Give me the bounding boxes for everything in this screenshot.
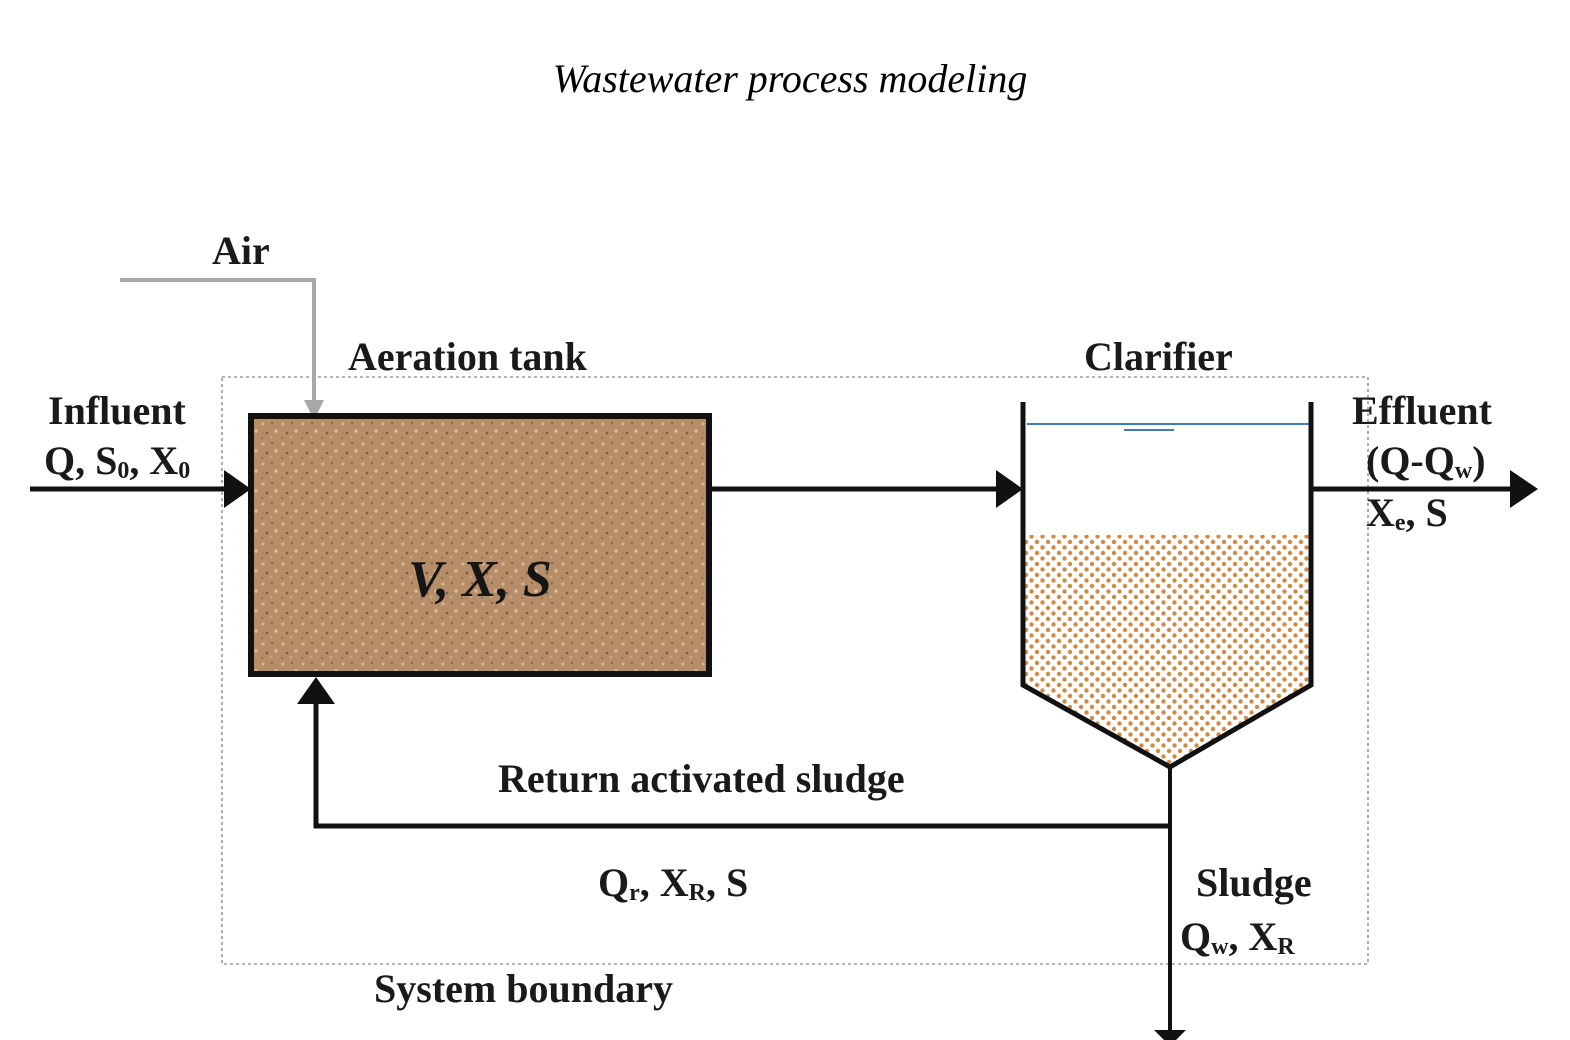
air-arrowhead <box>304 400 324 420</box>
influent-arrowhead <box>224 470 251 508</box>
diagram-title: Wastewater process modeling <box>553 56 1028 101</box>
effluent-variables: Xe, S <box>1366 490 1448 536</box>
effluent-q-close: ) <box>1472 438 1485 483</box>
tank-to-clarifier-arrowhead <box>996 470 1023 508</box>
aeration-tank-label: Aeration tank <box>348 334 588 379</box>
sludge-label: Sludge <box>1196 860 1312 905</box>
return-q-subscript: r <box>629 880 640 906</box>
tank-variables: V, X, S <box>408 551 552 608</box>
influent-q-s: Q, S <box>44 438 117 483</box>
effluent-q-subscript: w <box>1455 458 1473 484</box>
influent-x-subscript: 0 <box>178 458 190 484</box>
sludge-variables: Qw, XR <box>1180 914 1295 960</box>
sludge-q: Q <box>1180 914 1211 959</box>
effluent-s: , S <box>1406 490 1448 535</box>
return-sludge-line <box>313 700 1170 829</box>
effluent-x: X <box>1366 490 1395 535</box>
sludge-q-subscript: w <box>1211 934 1229 960</box>
return-sludge-variables: Qr, XR, S <box>598 860 748 906</box>
effluent-arrowhead <box>1510 470 1538 508</box>
effluent-flow: (Q-Qw) <box>1366 438 1486 484</box>
effluent-q-open: (Q-Q <box>1366 438 1455 483</box>
system-boundary-label: System boundary <box>374 966 673 1011</box>
effluent-label: Effluent <box>1352 388 1493 433</box>
influent-label: Influent <box>48 388 186 433</box>
sludge-x-subscript: R <box>1277 934 1295 960</box>
clarifier-label: Clarifier <box>1084 334 1233 379</box>
influent-s-subscript: 0 <box>117 458 129 484</box>
air-line <box>120 278 316 402</box>
return-sludge-label: Return activated sludge <box>498 756 905 801</box>
sludge-outlet-arrowhead <box>1154 1030 1186 1040</box>
return-x: , X <box>640 860 689 905</box>
return-s: , S <box>706 860 748 905</box>
influent-variables: Q, S0, X0 <box>44 438 190 484</box>
sludge-x: , X <box>1228 914 1277 959</box>
influent-x: , X <box>129 438 178 483</box>
system-boundary-box <box>221 376 1369 965</box>
air-label: Air <box>212 228 270 273</box>
return-x-subscript: R <box>689 880 707 906</box>
return-sludge-arrowhead <box>297 677 335 704</box>
aeration-tank <box>248 413 712 677</box>
clarifier-sludge <box>1023 535 1311 767</box>
effluent-x-subscript: e <box>1395 510 1406 536</box>
return-q: Q <box>598 860 629 905</box>
